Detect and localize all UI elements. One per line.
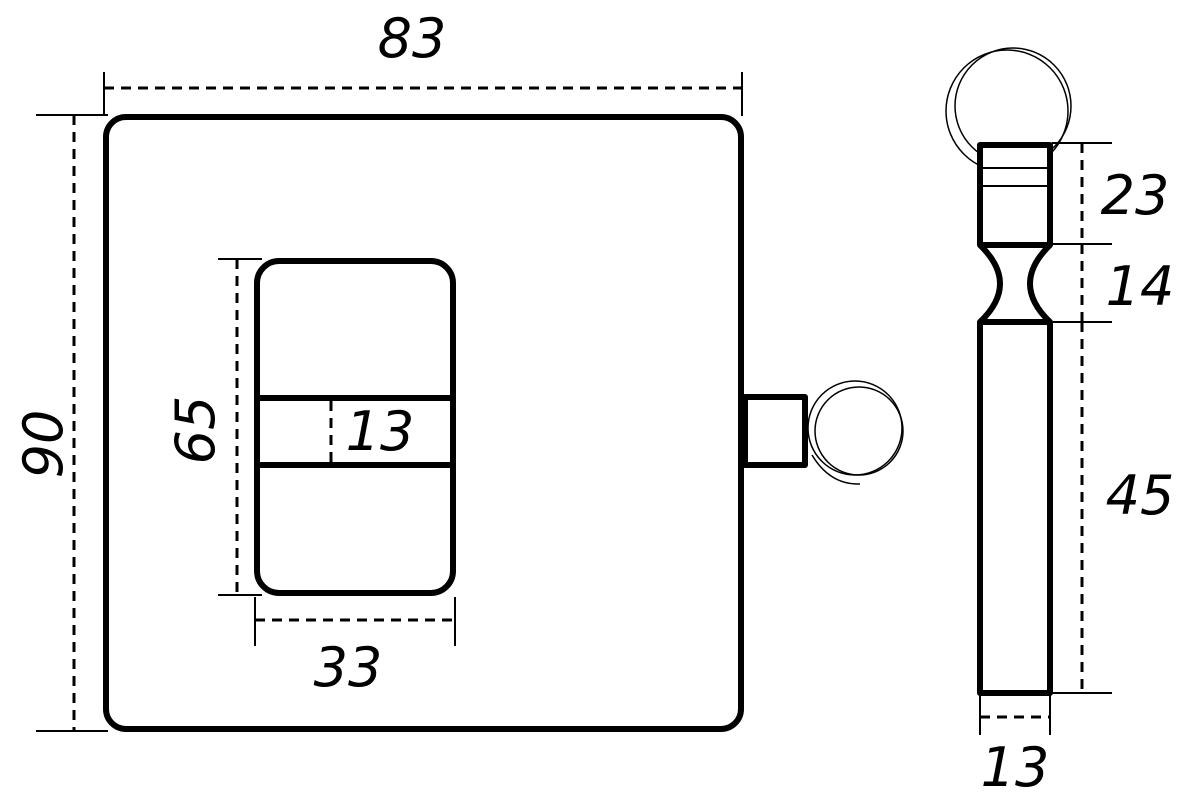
ring-icon <box>807 380 904 485</box>
window-height-label: 65 <box>164 396 227 465</box>
dimension-neck: 14 <box>1052 244 1175 323</box>
bar-height-label: 13 <box>346 400 415 463</box>
plate-outline <box>103 114 744 732</box>
neck-label: 14 <box>1106 255 1175 318</box>
top-label: 23 <box>1101 164 1170 227</box>
top-block <box>977 142 1053 248</box>
side-width-label: 13 <box>981 736 1050 799</box>
body-label: 45 <box>1106 464 1175 527</box>
side-view: 23 14 45 13 <box>945 47 1175 799</box>
dimension-side-width: 13 <box>979 695 1051 799</box>
window-width-label: 33 <box>314 636 383 699</box>
dimension-window-width: 33 <box>254 597 456 699</box>
front-view: 83 90 65 33 13 <box>12 7 904 732</box>
height-label: 90 <box>12 410 75 479</box>
dimension-height: 90 <box>12 114 108 732</box>
dimension-body: 45 <box>1052 322 1175 694</box>
dimension-top: 23 <box>1052 142 1170 245</box>
dimension-window-height: 65 <box>164 258 262 596</box>
neck <box>977 242 1053 325</box>
window-outline <box>254 258 456 596</box>
width-label: 83 <box>378 7 447 70</box>
body <box>977 319 1053 696</box>
side-tab <box>742 394 808 468</box>
dimension-bar-height: 13 <box>329 400 415 463</box>
dimension-width: 83 <box>103 7 743 116</box>
